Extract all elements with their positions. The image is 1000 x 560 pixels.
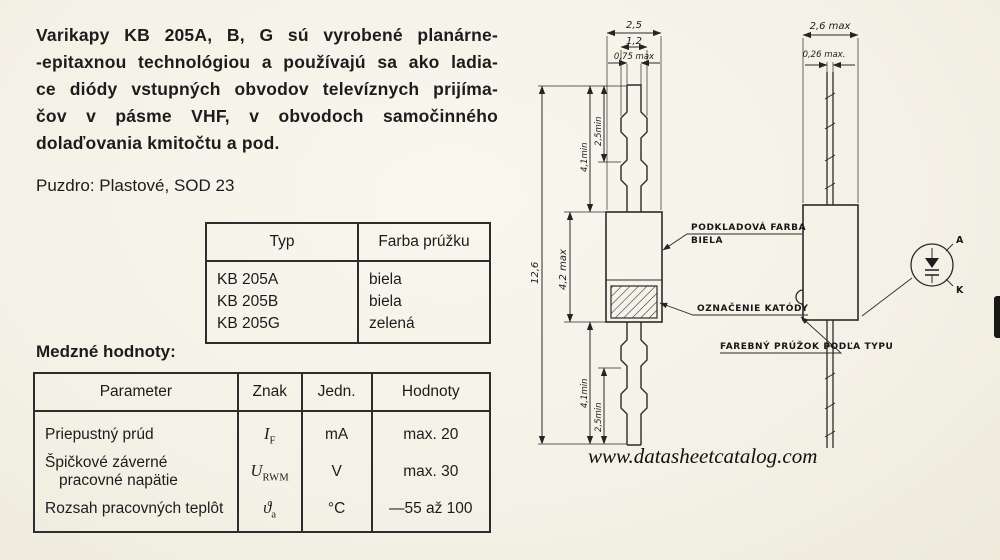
table-row: Priepustný prúd IF mA max. 20: [34, 411, 490, 451]
symbol-main: ϑ: [263, 498, 272, 518]
parameter-line: pracovné napätie: [59, 472, 178, 490]
scan-artifact: [994, 296, 1000, 338]
color-cell: biela: [369, 293, 402, 310]
type-table: Typ Farba prúžku KB 205A biela KB 205B b…: [205, 222, 491, 344]
dim-fig1-lead-bottom2: 2,5min: [594, 402, 604, 432]
parameter-cell: Rozsah pracovných teplôt: [45, 500, 224, 518]
symbol-cell: ϑa: [236, 494, 302, 532]
label-base-color-line2: BIELA: [691, 236, 723, 246]
unit-cell: mA: [300, 411, 372, 451]
table-row: KB 205G zelená: [206, 313, 490, 343]
table-row: KB 205B biela: [206, 291, 490, 313]
watermark-text: www.datasheetcatalog.com: [588, 444, 818, 468]
anode-label: A: [956, 235, 964, 246]
intro-line: Varikapy KB 205A, B, G sú vyrobené planá…: [36, 25, 498, 45]
dim-fig1-total-length: 12,6: [530, 262, 541, 284]
intro-line: -epitaxnou technológiou a používajú sa a…: [36, 52, 498, 72]
package-line: Puzdro: Plastové, SOD 23: [36, 176, 235, 195]
parameter-cell: Špičkové záverné pracovné napätie: [34, 450, 238, 494]
intro-line: ce diódy vstupných obvodov televíznych p…: [36, 79, 498, 99]
symbol-cell: URWM: [236, 450, 302, 495]
value-cell: max. 30: [370, 450, 490, 495]
limits-header-znak: Znak: [236, 373, 302, 412]
dim-fig1-lead-top2: 2,5min: [594, 116, 604, 146]
type-table-header-row: Typ Farba prúžku: [206, 223, 490, 262]
symbol-cell: IF: [236, 411, 302, 451]
type-cell: KB 205B: [206, 291, 359, 313]
symbol-main: I: [263, 424, 270, 443]
label-base-color-line1: PODKLADOVÁ FARBA: [691, 221, 806, 233]
table-row: Rozsah pracovných teplôt ϑa °C —55 až 10…: [34, 494, 490, 532]
parameter-cell: Priepustný prúd: [45, 426, 154, 444]
limits-table: Parameter Znak Jedn. Hodnoty Priepustný …: [33, 372, 491, 533]
dim-fig1-width-tip: 0,75 max: [614, 52, 655, 62]
dim-fig2-lead-width: 0,26 max.: [803, 50, 846, 60]
color-cell: biela: [369, 271, 402, 288]
type-table-header-farba: Farba prúžku: [358, 223, 490, 262]
label-color-stripe: FAREBNÝ PRÚŽOK PODĽA TYPU: [720, 340, 893, 352]
type-table-header-typ: Typ: [206, 223, 359, 262]
color-cell: zelená: [369, 315, 415, 332]
dim-fig2-width: 2,6 max: [810, 21, 851, 32]
limits-header-jedn: Jedn.: [300, 373, 372, 412]
table-row: Špičkové záverné pracovné napätie URWM V…: [34, 450, 490, 495]
dim-fig1-width-mid: 1,2: [626, 36, 642, 47]
limits-header-parameter: Parameter: [34, 373, 238, 412]
parameter-line: Špičkové záverné: [45, 454, 168, 472]
symbol-sub: a: [271, 509, 277, 521]
dim-fig1-body-length: 4,2 max: [558, 249, 569, 290]
value-cell: —55 až 100: [370, 494, 490, 532]
dim-fig1-lead-bottom: 4,1min: [580, 378, 590, 408]
package-drawing-svg: 2,5 1,2 0,75 max 12,6 4,2 max 4,1min 2,5…: [530, 20, 964, 448]
intro-line: čov v pásme VHF, v obvodoch samočinného: [36, 106, 498, 126]
unit-cell: °C: [300, 494, 372, 532]
limits-header-row: Parameter Znak Jedn. Hodnoty: [34, 373, 490, 412]
limits-heading: Medzné hodnoty:: [36, 342, 176, 361]
table-row: KB 205A biela: [206, 261, 490, 291]
label-cathode-mark: OZNAČENIE KATÓDY: [697, 302, 809, 314]
symbol-main: U: [250, 461, 263, 481]
limits-header-hodnoty: Hodnoty: [370, 373, 490, 412]
value-cell: max. 20: [370, 411, 490, 451]
dim-fig1-width-outer: 2,5: [626, 20, 642, 31]
intro-line: dolaďovania kmitočtu a pod.: [36, 133, 280, 153]
unit-cell: V: [300, 450, 372, 495]
symbol-sub: F: [269, 435, 276, 447]
intro-paragraph: Varikapy KB 205A, B, G sú vyrobené planá…: [36, 22, 498, 157]
package-drawing: 2,5 1,2 0,75 max 12,6 4,2 max 4,1min 2,5…: [500, 0, 995, 475]
cathode-label: K: [956, 285, 964, 296]
symbol-sub: RWM: [262, 472, 290, 484]
dim-fig1-lead-top: 4,1min: [580, 142, 590, 172]
type-cell: KB 205G: [206, 313, 359, 343]
type-cell: KB 205A: [206, 261, 359, 291]
